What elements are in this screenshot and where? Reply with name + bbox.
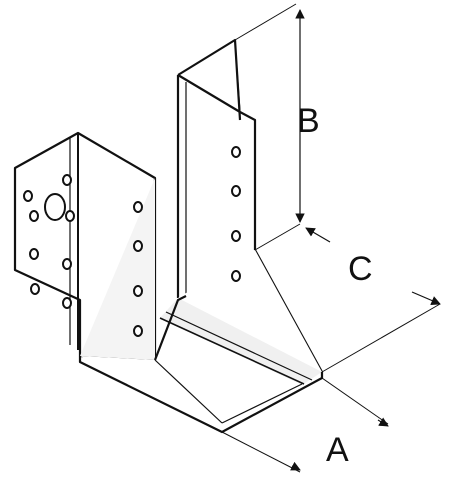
hole xyxy=(231,185,241,197)
hole xyxy=(133,201,143,213)
hole xyxy=(62,174,72,186)
hole xyxy=(62,297,72,309)
hole xyxy=(133,325,143,337)
hole xyxy=(231,146,241,158)
hole xyxy=(133,285,143,297)
dimension-c-label: C xyxy=(348,250,373,288)
dimension-b: B xyxy=(234,3,320,251)
hole xyxy=(62,258,72,270)
hole xyxy=(133,240,143,252)
left-wall xyxy=(80,178,155,360)
dimension-a: A xyxy=(221,377,389,473)
hole-large xyxy=(44,193,66,221)
right-wall-holes xyxy=(231,146,241,282)
dimension-a-label: A xyxy=(326,431,349,469)
hole xyxy=(23,190,33,202)
hole xyxy=(29,210,39,222)
hole xyxy=(30,283,40,295)
hole xyxy=(29,248,39,260)
bottom-seat xyxy=(78,250,324,434)
hole xyxy=(231,270,241,282)
hole xyxy=(231,230,241,242)
dimension-c: C xyxy=(305,227,441,373)
left-flange-holes xyxy=(23,174,75,309)
left-wall-holes xyxy=(133,201,143,337)
dimension-b-label: B xyxy=(297,102,320,140)
hole xyxy=(65,210,75,222)
